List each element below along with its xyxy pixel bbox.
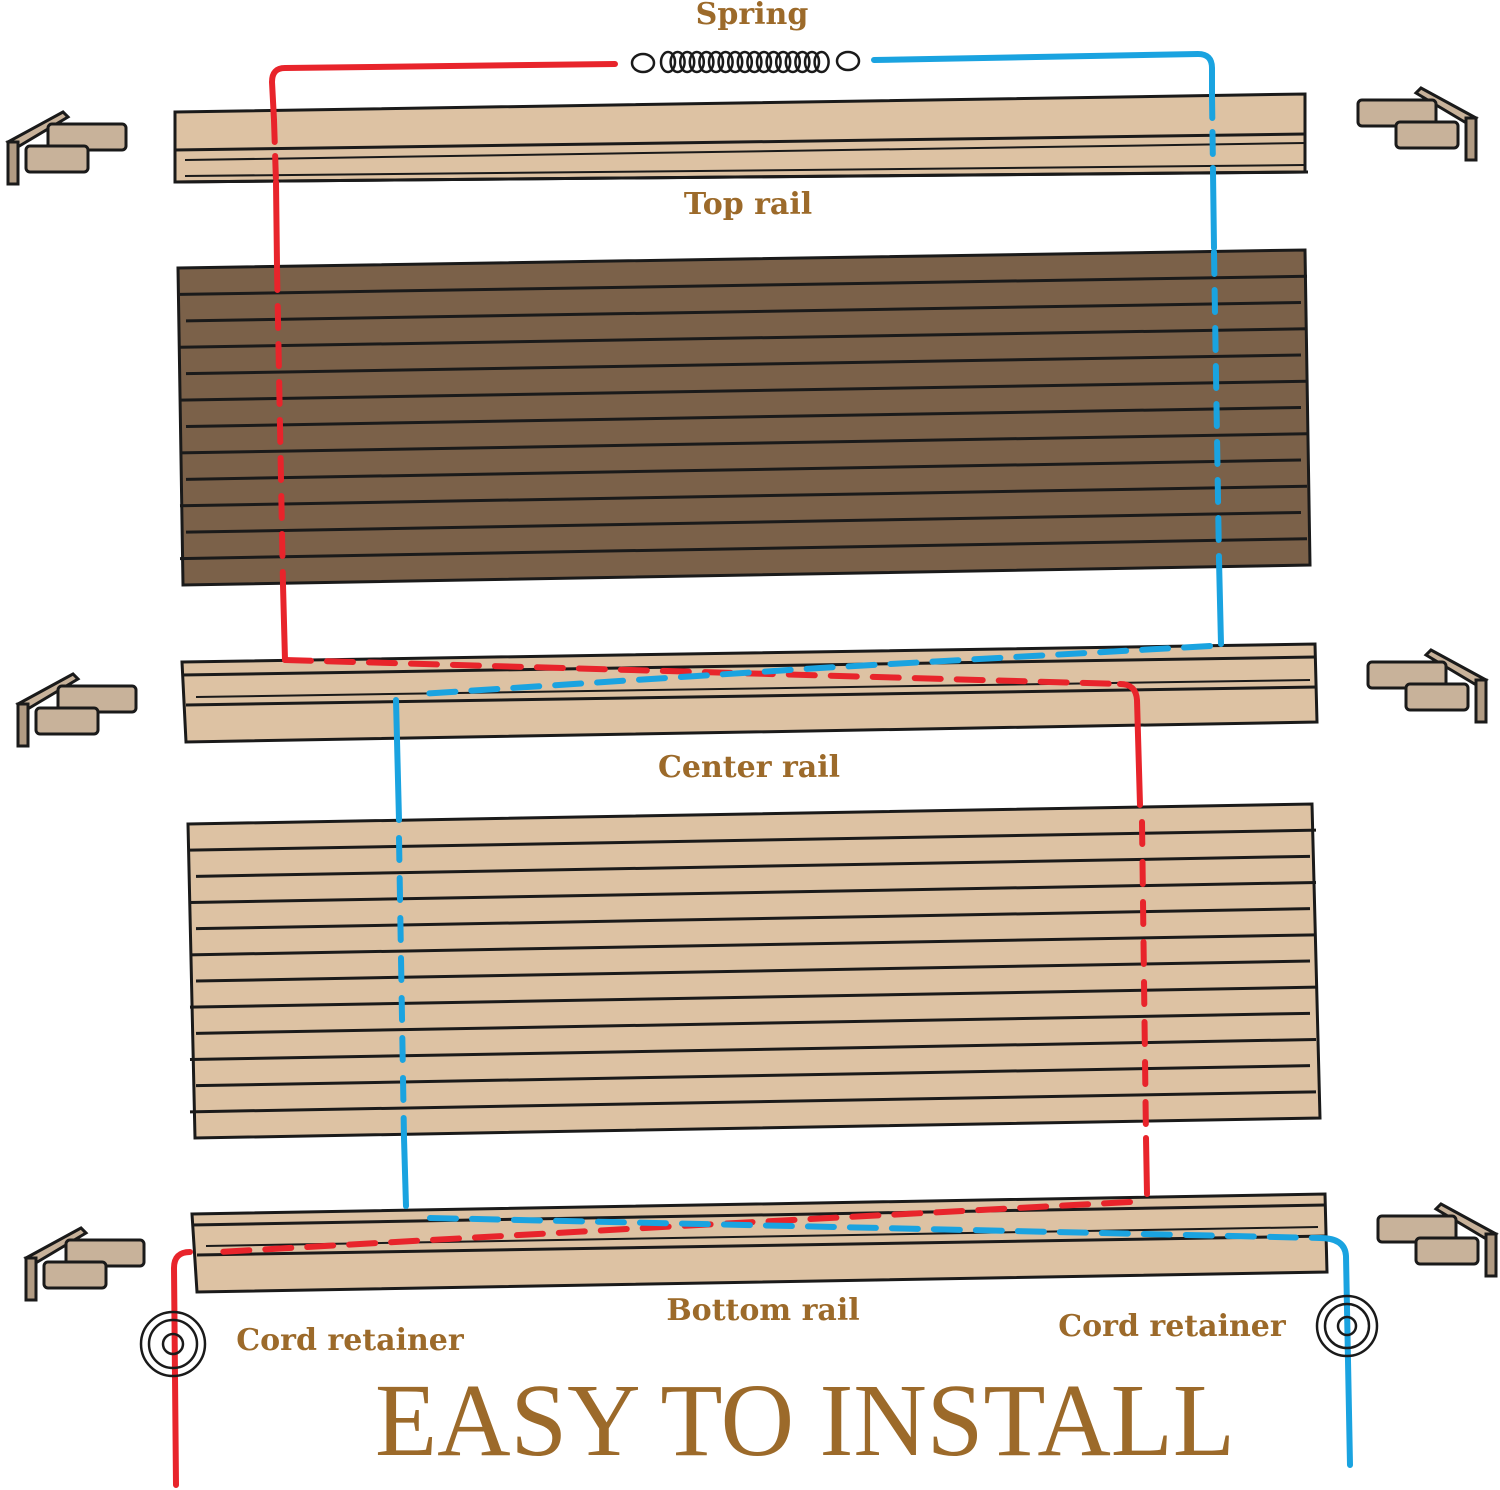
- label-cord-retainer-left: Cord retainer: [236, 1323, 465, 1358]
- label-center-rail: Center rail: [658, 750, 840, 785]
- bracket-top-left-icon: [5, 110, 128, 186]
- coil-spring-icon: [630, 50, 861, 74]
- light-pleat-line: [195, 959, 1311, 983]
- spring-coil: [669, 50, 686, 74]
- dark-pleat-line: [179, 327, 1308, 349]
- spring-coil: [794, 50, 811, 74]
- center-rail: [180, 642, 1319, 744]
- headline-easy-to-install: EASY TO INSTALL: [375, 1363, 1235, 1478]
- cord-retainer-left-icon: [139, 1310, 207, 1378]
- light-pleat-line: [189, 1090, 1317, 1114]
- dark-pleat-line: [179, 379, 1308, 402]
- light-pleat-line: [189, 828, 1317, 852]
- bracket-center-left-icon: [15, 672, 138, 748]
- bracket-top-right-icon: [1356, 86, 1479, 162]
- spring-coil: [755, 50, 773, 74]
- label-cord-retainer-right: Cord retainer: [1058, 1309, 1287, 1344]
- light-pleat-line: [189, 985, 1317, 1009]
- dark-pleated-fabric: [176, 248, 1312, 587]
- label-spring: Spring: [696, 0, 809, 32]
- cord-retainer-right-icon: [1315, 1294, 1379, 1358]
- light-pleat-line: [195, 1011, 1311, 1035]
- spring-coil: [736, 50, 754, 74]
- light-pleat-line: [195, 854, 1311, 878]
- bracket-bottom-right-icon: [1376, 1202, 1499, 1278]
- dark-pleat-line: [179, 537, 1308, 561]
- spring-coil: [813, 50, 830, 74]
- light-pleated-fabric: [186, 802, 1322, 1140]
- light-pleat-line: [189, 1038, 1317, 1061]
- spring-coil: [707, 50, 725, 74]
- red-cord: [170, 61, 1150, 1488]
- dark-pleat-line: [185, 353, 1302, 376]
- spring-coil: [803, 50, 821, 74]
- light-pleat-line: [195, 1064, 1311, 1088]
- spring-coil: [765, 50, 782, 74]
- dark-pleat-line: [185, 406, 1302, 428]
- dark-pleat-line: [179, 274, 1308, 296]
- dark-pleat-line: [179, 432, 1308, 455]
- light-pleat-line: [189, 933, 1317, 957]
- label-top-rail: Top rail: [684, 187, 812, 222]
- dark-pleat-line: [185, 301, 1302, 323]
- spring-coil: [717, 50, 734, 74]
- spring-coil: [659, 50, 677, 74]
- bracket-center-right-icon: [1366, 648, 1489, 724]
- spring-coil: [774, 50, 792, 74]
- spring-coil: [784, 50, 802, 74]
- spring-coil: [678, 50, 696, 74]
- spring-coil: [726, 50, 744, 74]
- dark-pleat-line: [185, 458, 1302, 481]
- spring-coil: [688, 50, 706, 74]
- spring-coil: [746, 50, 763, 74]
- light-pleat-line: [189, 881, 1317, 904]
- dark-pleat-line: [185, 511, 1302, 534]
- light-pleat-line: [195, 907, 1311, 931]
- label-bottom-rail: Bottom rail: [666, 1293, 859, 1328]
- spring-coil: [698, 50, 715, 74]
- blue-cord: [393, 50, 1353, 1468]
- bracket-bottom-left-icon: [23, 1226, 146, 1302]
- top-rail: [173, 92, 1309, 184]
- dark-pleat-line: [179, 484, 1308, 508]
